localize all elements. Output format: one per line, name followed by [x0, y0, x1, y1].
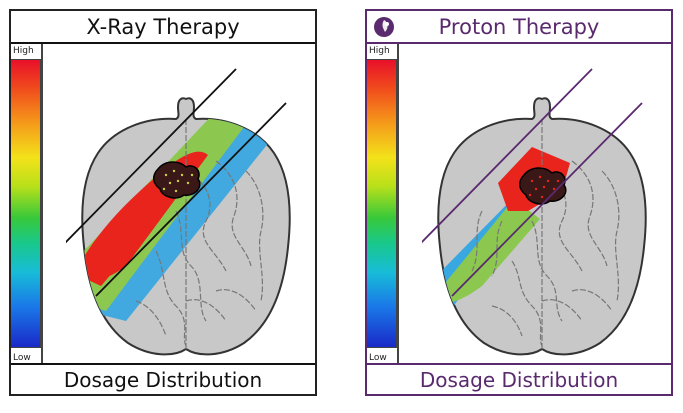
proton-color-gradient [367, 59, 397, 348]
xray-scale-divider [41, 44, 43, 365]
xray-beam-line-top [66, 68, 237, 244]
xray-scale-high-label: High [13, 46, 34, 56]
xray-title: X-Ray Therapy [11, 11, 315, 44]
proton-scale-low-label: Low [369, 353, 387, 363]
proton-dose-mid [438, 199, 540, 304]
proton-beam-line-bottom [451, 102, 643, 297]
proton-title-bar: Proton Therapy [367, 11, 671, 44]
proton-beam-line-top [422, 68, 593, 244]
proton-scale-divider [397, 44, 399, 365]
proton-scale-high-label: High [369, 46, 390, 56]
proton-brain-diagram [422, 68, 647, 356]
proton-tumor [519, 167, 567, 205]
proton-footer: Dosage Distribution [367, 363, 671, 394]
xray-dose-scale: High Low [11, 44, 41, 365]
xray-beam-line-bottom [95, 102, 287, 297]
xray-brain-diagram [66, 68, 291, 356]
proton-title: Proton Therapy [438, 14, 600, 39]
xray-scale-low-label: Low [13, 353, 31, 363]
xray-color-gradient [11, 59, 41, 348]
xray-footer: Dosage Distribution [11, 363, 315, 394]
proton-therapy-panel: Proton Therapy High Low [365, 9, 673, 396]
xray-therapy-panel: X-Ray Therapy High Low [9, 9, 317, 396]
proton-logo-icon [374, 17, 394, 37]
proton-dose-scale: High Low [367, 44, 397, 365]
xray-tumor [153, 161, 201, 199]
